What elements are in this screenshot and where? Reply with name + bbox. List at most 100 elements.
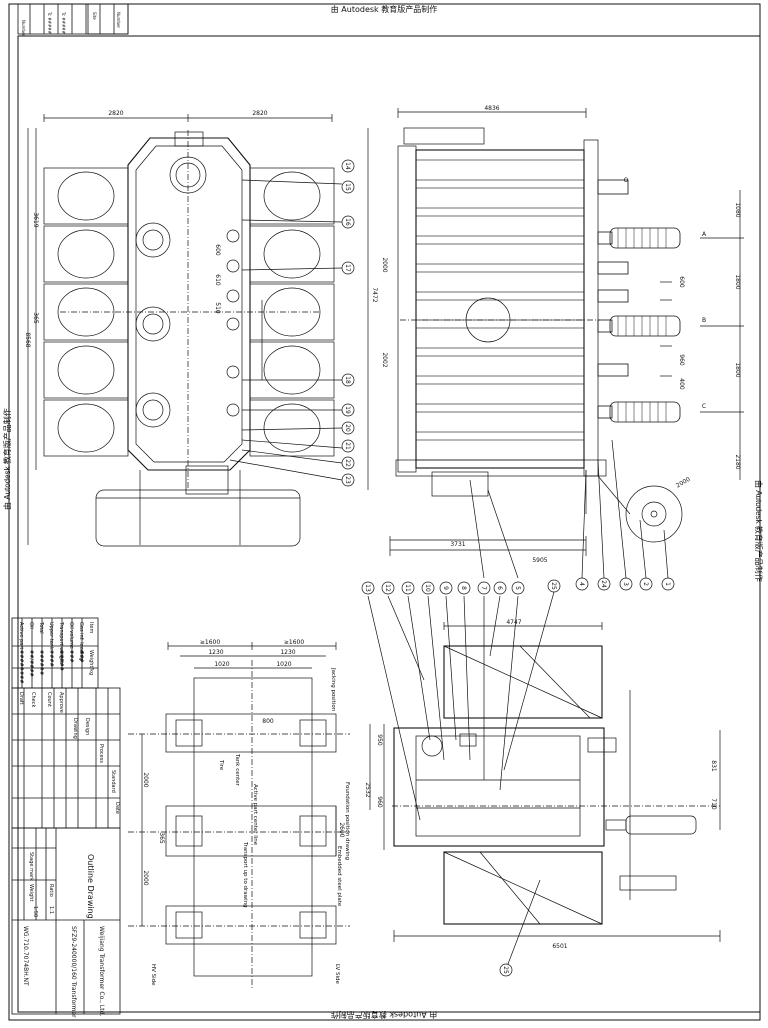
dim-side-3731: 3731 (450, 541, 465, 548)
signoff-count: Count (46, 692, 52, 707)
dim-front-2532: 2532 (364, 782, 371, 797)
front-view (367, 591, 721, 965)
note-hv-side: HV Side (150, 964, 156, 986)
dim-plan-right: 2820 (252, 110, 267, 117)
callout-4: 4 (578, 582, 585, 586)
signoff-draft: Draft (18, 692, 24, 705)
dim-side-600: 600 (678, 276, 685, 288)
dim-base-1020a: 1020 (214, 661, 229, 668)
note-active-part: Active part center line (252, 784, 258, 846)
top-label-5: Number (116, 12, 121, 28)
callout-8: 8 (460, 586, 467, 590)
dim-base-2000a: 2000 (142, 772, 149, 787)
callout-12: 12 (384, 584, 391, 592)
info-row-1-label: Active part (18, 622, 24, 649)
note-embedded-plate: Embedded steel plate (336, 846, 342, 907)
info-row-2-value: ##/#### (28, 650, 34, 677)
info-row-4-label: Upper tank (48, 622, 54, 650)
info-row-6-value: ### (68, 650, 74, 663)
info-row-6-label: Oil volume (68, 622, 74, 649)
signoff-date: Date (114, 802, 120, 814)
callout-17: 17 (344, 264, 351, 272)
info-row-3-label: Total (38, 621, 44, 634)
dim-base-365: 365 (158, 832, 165, 844)
phase-o: O (624, 177, 629, 184)
dim-base-1600a: ≥1600 (200, 639, 220, 646)
phase-a: A (702, 231, 707, 238)
callout-22: 22 (344, 459, 351, 467)
dim-side-1080: 1080 (734, 202, 741, 217)
info-row-5-value: ##### (58, 650, 64, 671)
dim-side-2000c: 2000 (675, 476, 692, 490)
title-block (11, 617, 121, 1015)
callout-14: 14 (344, 162, 351, 170)
callout-2: 2 (642, 582, 649, 586)
callout-21: 21 (344, 442, 351, 450)
dim-plan-510: 510 (214, 302, 221, 314)
info-header-item: Item (88, 622, 94, 634)
dim-side-1800b: 1800 (734, 362, 741, 377)
callout-3: 3 (622, 582, 629, 586)
callout-6: 6 (496, 586, 503, 590)
tb-model: SFZ9-240000/160 Transformer (70, 926, 77, 1018)
info-row-3-value: ###### (38, 650, 44, 675)
dim-front-950: 950 (376, 734, 383, 746)
watermark-top: 由 Autodesk 教育版产品制作 (331, 4, 437, 14)
note-transport: Transport up to drawing (242, 841, 248, 908)
callout-1: 1 (664, 582, 671, 586)
dim-plan-mid: 365 (32, 312, 39, 324)
dim-side-width: 4836 (484, 105, 499, 112)
plan-view (27, 114, 343, 547)
callout-18: 18 (344, 376, 351, 384)
dim-front-960: 960 (376, 796, 383, 808)
dim-side-1800a: 1800 (734, 274, 741, 289)
phase-c: C (702, 403, 706, 410)
tb-company: Weijiang Transformer Co., Ltd. (98, 926, 105, 1016)
dim-base-2600: 2600 (338, 822, 345, 837)
note-tire: Tire (218, 759, 224, 771)
info-row-7-value: ### (78, 650, 84, 663)
dim-side-7472: 7472 (371, 287, 378, 302)
dim-side-2180: 2180 (734, 454, 741, 469)
signoff-approve: Approve (58, 692, 64, 713)
dim-front-831: 831 (710, 760, 717, 772)
dim-side-5905: 5905 (532, 557, 547, 564)
dim-plan-depth: 3619 (32, 212, 39, 227)
callout-20: 20 (344, 424, 351, 432)
dim-base-1600b: ≥1600 (284, 639, 304, 646)
dim-base-1230a: 1230 (208, 649, 223, 656)
callout-13: 13 (364, 584, 371, 592)
note-foundation: Foundation position drawing (344, 782, 350, 860)
callout-9: 9 (442, 586, 449, 590)
dim-side-2002: 2002 (381, 352, 388, 367)
dim-plan-600: 600 (214, 244, 221, 256)
callout-7: 7 (480, 586, 487, 590)
callout-5: 5 (514, 586, 521, 590)
watermark-bottom: 由 Autodesk 教育版产品制作 (331, 1010, 437, 1020)
info-row-4-value: #### (48, 650, 54, 667)
dim-base-1230b: 1230 (280, 649, 295, 656)
dim-base-1020b: 1020 (276, 661, 291, 668)
signoff-design: Design (84, 718, 90, 735)
callout-10: 10 (424, 584, 431, 592)
watermark-left: 由 Autodesk 教育版产品制作 (2, 408, 12, 510)
dim-side-400: 400 (678, 378, 685, 390)
side-view (367, 108, 744, 579)
top-label-4: Site (92, 12, 97, 20)
tb-ratio: 1:1 (48, 906, 54, 914)
callout-24: 24 (600, 580, 607, 588)
signoff-process: Process (98, 744, 104, 763)
info-header-weight: Weight/kg (88, 650, 94, 675)
callout-15: 15 (344, 183, 351, 191)
callout-16: 16 (344, 218, 351, 226)
info-row-1-value: ######## (18, 650, 24, 684)
tb-ratio-label: Ratio (48, 884, 54, 897)
top-label-3: Tc ##### (61, 11, 66, 35)
info-row-2-label: Oil (28, 622, 34, 629)
note-jacking: Jacking position (330, 667, 336, 712)
dim-base-2000b: 2000 (142, 870, 149, 885)
watermark-right: 由 Autodesk 教育版产品制作 (754, 480, 764, 582)
signoff-drawing: Drawing (72, 718, 78, 739)
